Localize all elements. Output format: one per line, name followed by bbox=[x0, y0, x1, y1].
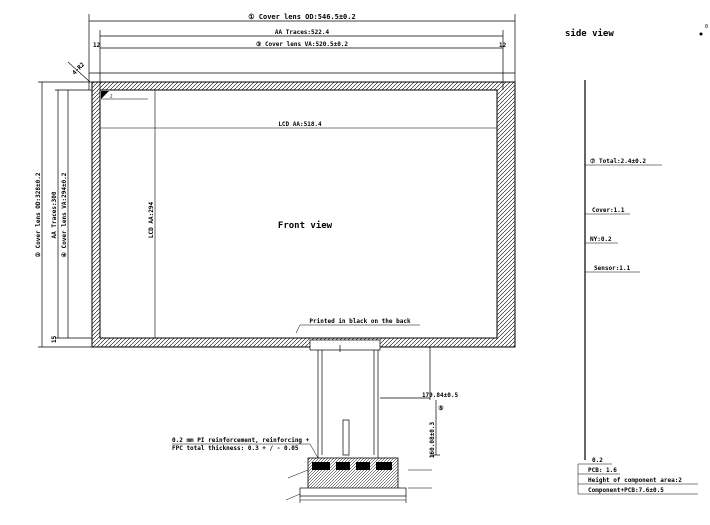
side-view-title: side view bbox=[565, 28, 614, 39]
printed-note-label: Printed in black on the back bbox=[309, 318, 411, 325]
side-view-dot bbox=[699, 32, 703, 36]
margin-left-label: 12 bbox=[93, 42, 101, 49]
reinforcement-note-line1: 0.2 mm PI reinforcement, reinforcing + bbox=[172, 437, 310, 444]
side-sensor-label: Sensor:1.1 bbox=[594, 265, 631, 272]
cover-od-height-label: ② Cover lens OD:328±0.2 bbox=[35, 172, 42, 257]
fpc-connector bbox=[285, 457, 432, 503]
cover-va-height-label: ④ Cover lens VA:294±0.2 bbox=[61, 172, 68, 257]
aa-traces-width-label: AA Traces:522.4 bbox=[275, 29, 330, 36]
side-view-bottom-notes: 0.2 PCB: 1.6 Height of component area:2 … bbox=[577, 457, 698, 495]
corner-radius-label: 4-R2 bbox=[71, 61, 86, 76]
margin-bottom-label: 15 bbox=[51, 335, 58, 343]
lcd-aa-height-label: LCD AA:294 bbox=[148, 202, 155, 239]
side-total-label: ⑦ Total:2.4±0.2 bbox=[590, 158, 646, 165]
bubble-5-label: ⑤ bbox=[438, 405, 444, 412]
pcb-label: PCB: 1.6 bbox=[588, 467, 617, 474]
cover-od-width-label: ① Cover lens OD:546.5±0.2 bbox=[248, 13, 355, 21]
top-dimensions bbox=[88, 14, 516, 90]
fpc-reinforcement-note: 0.2 mm PI reinforcement, reinforcing + F… bbox=[172, 437, 319, 459]
fpc-length-label: 179.84±0.5 bbox=[422, 392, 459, 399]
component-pcb-label: Component+PCB:7.6±0.5 bbox=[588, 487, 664, 494]
side-view-callouts: ⑦ Total:2.4±0.2 Cover:1.1 NY:0.2 Sensor:… bbox=[585, 158, 662, 273]
cover-va-width-label: ③ Cover lens VA:520.5±0.2 bbox=[256, 41, 348, 48]
fpc-width-label: 160.08±0.3 bbox=[429, 422, 436, 459]
reinforcement-note-line2: FPC total thickness: 0.3 + / - 0.05 bbox=[172, 445, 299, 452]
corner-tag-label: Z bbox=[110, 94, 113, 99]
side-view-dot-label: 0 bbox=[705, 24, 708, 30]
fpc-tail bbox=[309, 339, 440, 458]
lcd-aa-width-label: LCD AA:518.4 bbox=[278, 121, 322, 128]
side-cover-label: Cover:1.1 bbox=[592, 207, 625, 214]
height-component-label: Height of component area:2 bbox=[588, 477, 682, 484]
corner-radius-leader bbox=[67, 61, 91, 83]
margin-right-label: 12 bbox=[499, 42, 507, 49]
aa-traces-height-label: AA Traces:300 bbox=[51, 191, 58, 238]
corner-marker: Z bbox=[101, 91, 148, 100]
front-view-label: Front view bbox=[278, 220, 333, 231]
side-oca-label: NY:0.2 bbox=[590, 236, 612, 243]
printed-note-leader bbox=[295, 324, 301, 334]
left-dimensions bbox=[38, 81, 92, 348]
viewing-area bbox=[99, 89, 498, 339]
small-dim-label: 0.2 bbox=[592, 457, 603, 464]
